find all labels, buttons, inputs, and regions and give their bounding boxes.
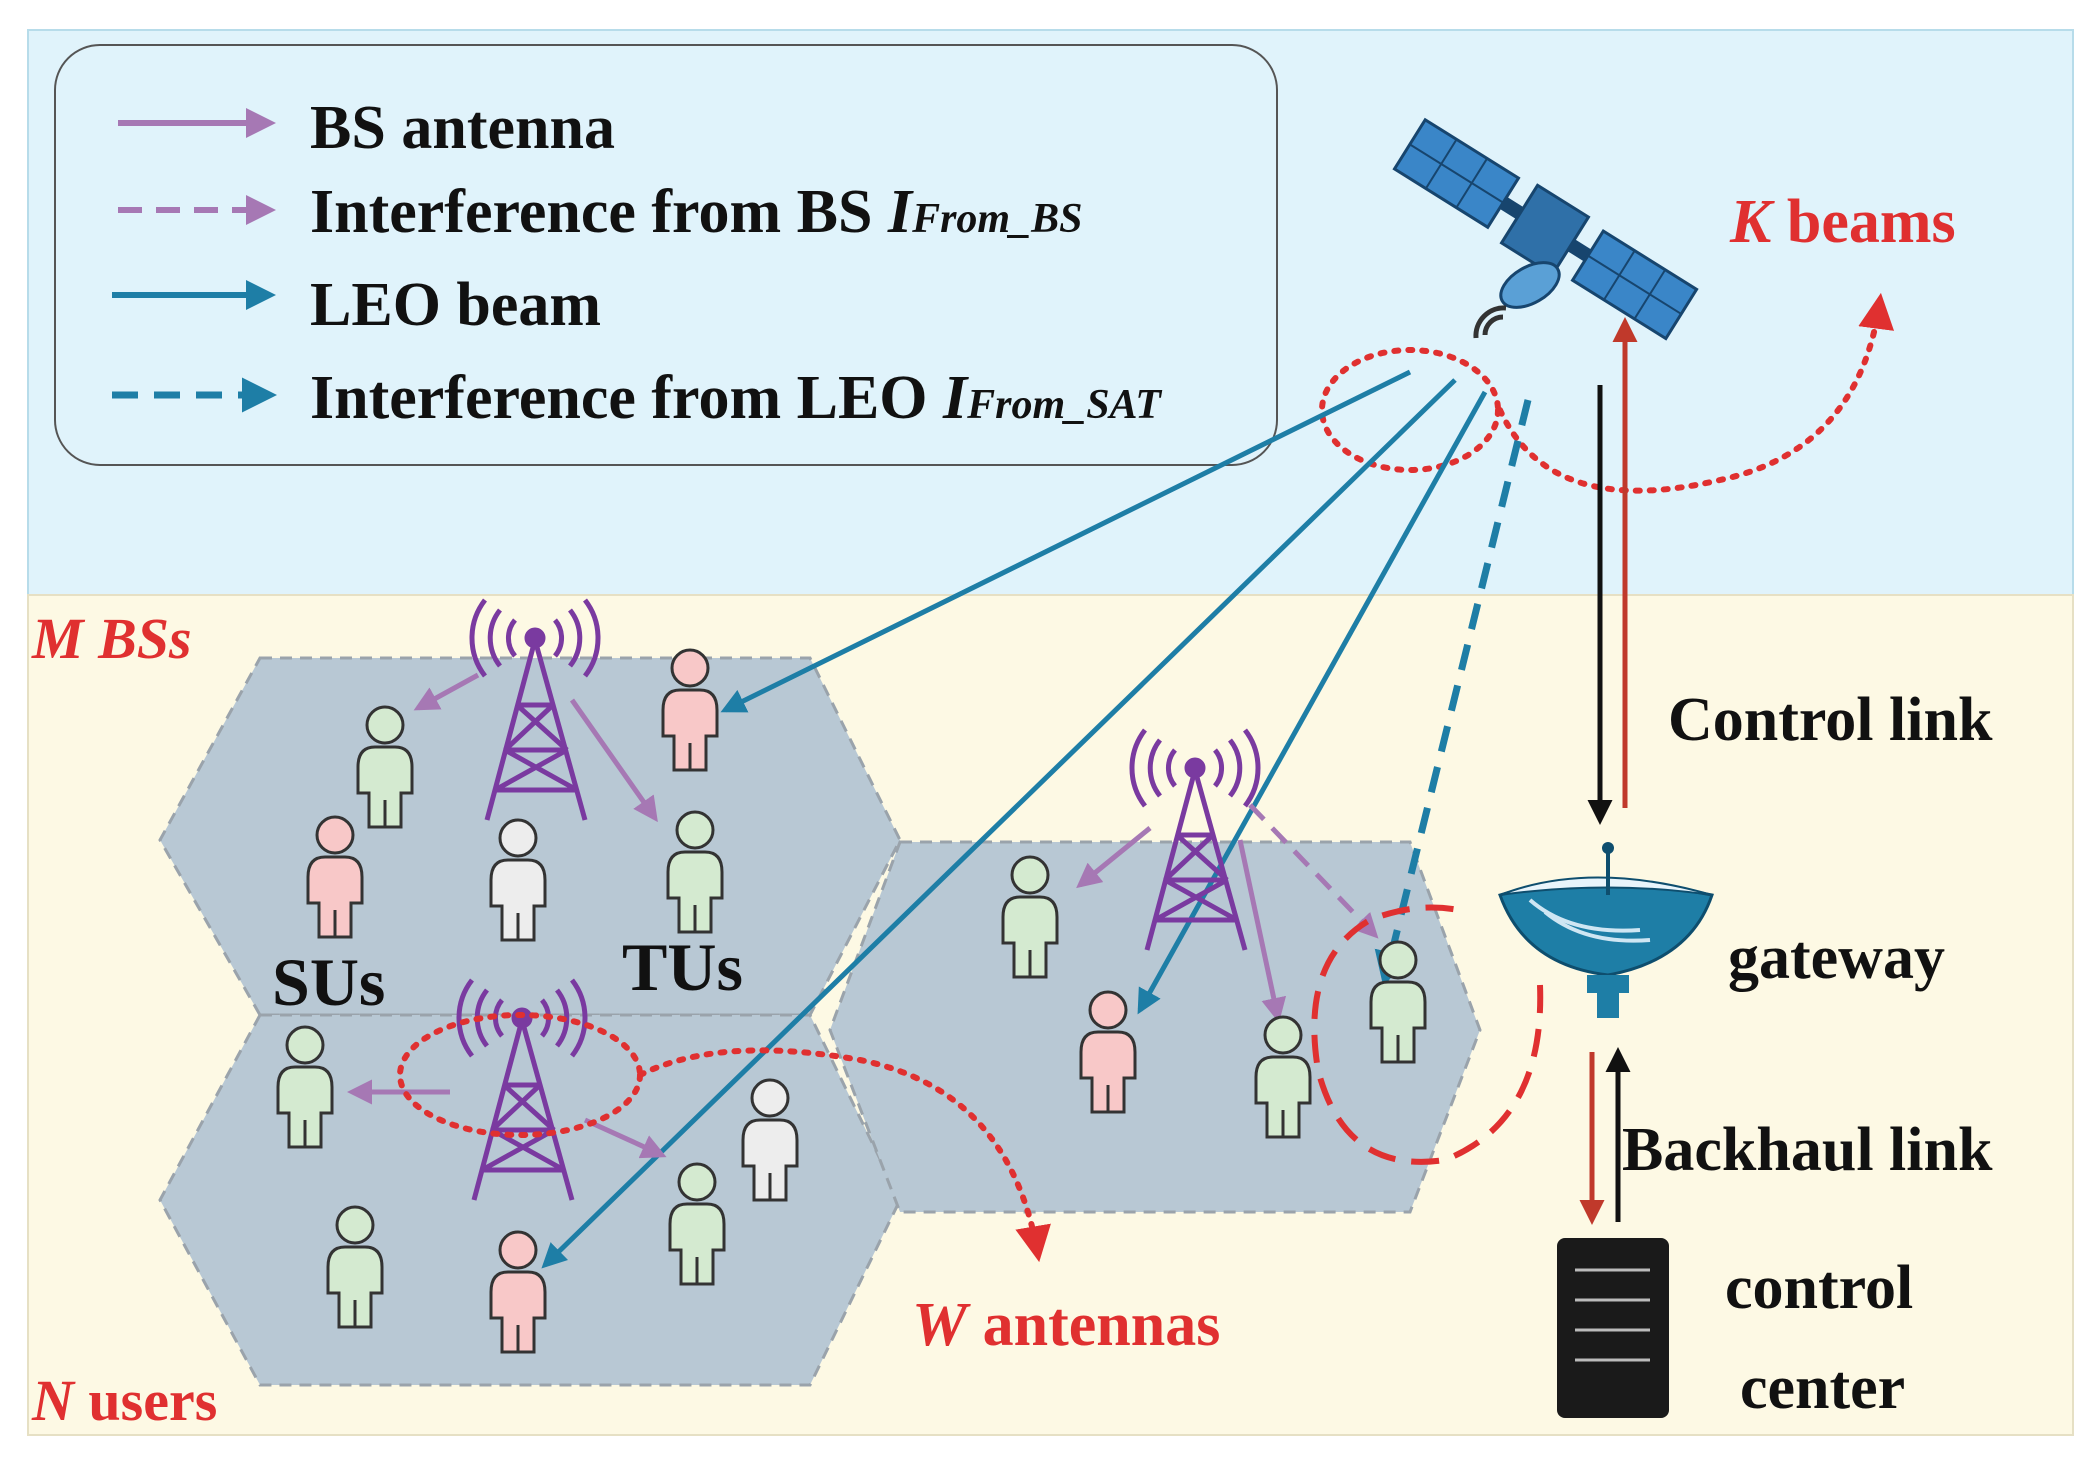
user-icon xyxy=(326,1205,384,1329)
user-icon xyxy=(666,810,724,934)
control-center-server-icon xyxy=(1557,1238,1669,1418)
control-link-label: Control link xyxy=(1668,686,1993,754)
control-center-label-line1: control xyxy=(1725,1254,1913,1322)
user-icon xyxy=(306,815,364,939)
tus-label: TUs xyxy=(622,929,743,1005)
user-icon xyxy=(661,648,719,772)
n-users-label: N users xyxy=(31,1368,217,1433)
user-icon xyxy=(489,818,547,942)
user-icon xyxy=(1001,855,1059,979)
w-antennas-label: W antennas xyxy=(912,1291,1220,1359)
leo-beam-1 xyxy=(720,369,1412,713)
k-beams-label: K beams xyxy=(1729,188,1956,256)
legend-interference-bs: Interference from BS IFrom_BS xyxy=(310,178,1082,246)
user-icon xyxy=(276,1025,334,1149)
cell-right xyxy=(828,840,1482,1214)
leo-interference-beam xyxy=(1374,399,1532,987)
interference-region xyxy=(1311,904,1544,1165)
satellite-icon xyxy=(1392,117,1699,341)
leo-beam-2 xyxy=(541,378,1457,1269)
user-icon xyxy=(356,705,414,829)
legend-box xyxy=(54,44,1278,466)
backhaul-link-label: Backhaul link xyxy=(1622,1116,1993,1184)
bs-tower-icon-bottom-left xyxy=(456,978,588,1201)
user-icon xyxy=(668,1162,726,1286)
user-icon xyxy=(741,1078,799,1202)
m-bss-label: M BSs xyxy=(31,606,192,671)
control-center-label-line2: center xyxy=(1740,1354,1905,1422)
user-icon xyxy=(1254,1015,1312,1139)
user-icon xyxy=(1369,940,1427,1064)
bs-antenna-links xyxy=(347,672,1287,1159)
user-icon xyxy=(1079,990,1137,1114)
k-beams-arrow xyxy=(1497,292,1895,494)
bs-tower-icon-top-left xyxy=(469,598,601,821)
legend-leo-beam: LEO beam xyxy=(310,271,601,339)
sus-label: SUs xyxy=(272,944,385,1020)
gateway-dish-icon xyxy=(1498,842,1714,1018)
user-icon xyxy=(489,1230,547,1354)
leo-beam-3 xyxy=(1137,390,1488,1015)
sky-region xyxy=(27,29,2074,596)
w-antennas-arrow xyxy=(637,1047,1051,1263)
leo-beams xyxy=(541,369,1488,1269)
bs-tower-icon-right xyxy=(1129,728,1261,951)
legend-bs-antenna: BS antenna xyxy=(310,94,615,162)
legend-interference-leo: Interference from LEO IFrom_SAT xyxy=(310,364,1163,432)
gateway-label: gateway xyxy=(1728,924,1945,992)
